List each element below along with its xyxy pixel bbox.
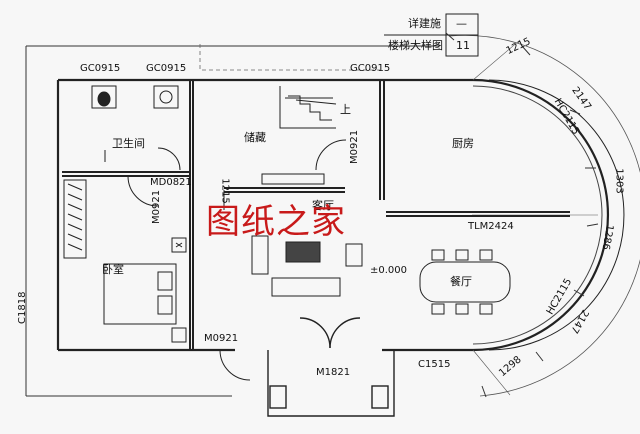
living-furniture (223, 173, 363, 297)
door-md0821: MD0821 (150, 177, 192, 188)
room-dining: 餐厅 (450, 275, 472, 288)
detail-label: 详建施 (408, 17, 441, 30)
room-bedroom: 卧室 (102, 263, 124, 276)
detail-ref: — (456, 17, 467, 30)
elevation-mark: ±0.000 (370, 265, 408, 276)
wardrobe (63, 179, 87, 259)
interior-walls (62, 80, 570, 350)
stairs (279, 86, 337, 129)
bathroom-fixtures (91, 85, 179, 162)
stair-detail-label: 楼梯大样图 (388, 39, 443, 52)
window-c1818: C1818 (17, 291, 28, 324)
sheet-number: 11 (456, 39, 470, 52)
door-m0921-a: M0921 (151, 189, 162, 224)
room-kitchen: 厨房 (452, 137, 474, 150)
exterior-walls (56, 78, 625, 352)
room-living: 客厅 (312, 199, 334, 212)
stair-up-label: 上 (340, 103, 351, 116)
window-c1515: C1515 (418, 359, 451, 370)
room-storage: 储藏 (244, 131, 266, 144)
watermark: 图纸之家 (206, 202, 346, 242)
title-block (384, 13, 479, 57)
door-m1821: M1821 (316, 367, 351, 378)
dining-set (419, 249, 511, 315)
door-m0921-b: M0921 (349, 129, 360, 164)
porch (267, 317, 395, 417)
room-bathroom: 卫生间 (112, 137, 145, 150)
window-gc0915-c: GC0915 (350, 63, 391, 74)
door-m0921-c: M0921 (204, 333, 239, 344)
bed (103, 237, 187, 343)
door-swings (127, 139, 347, 381)
window-gc0915-a: GC0915 (80, 63, 121, 74)
dim-1303: 1303 (613, 168, 625, 194)
window-gc0915-b: GC0915 (146, 63, 187, 74)
door-tlm2424: TLM2424 (468, 221, 514, 232)
